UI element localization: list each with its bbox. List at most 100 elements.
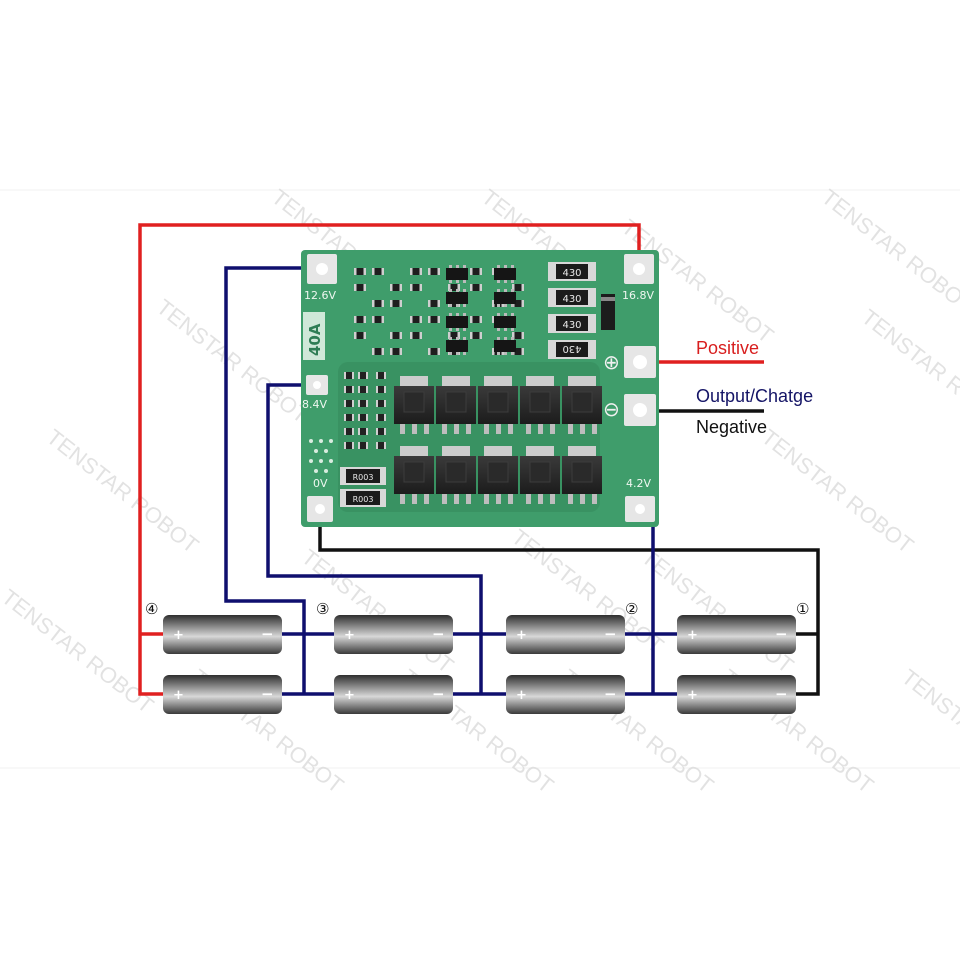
ic-chip bbox=[494, 265, 516, 283]
smd-part bbox=[372, 348, 384, 355]
balance-wire-8v4 bbox=[266, 383, 483, 694]
cell-minus-icon: − bbox=[261, 625, 274, 643]
battery-cell: +− bbox=[506, 675, 625, 714]
watermark-text: TENSTAR ROBOT bbox=[757, 424, 918, 558]
positive-main-wire bbox=[138, 223, 641, 696]
watermark-text: TENSTAR ROBOT bbox=[0, 584, 158, 718]
smd-part bbox=[448, 284, 460, 291]
smd-part bbox=[410, 316, 422, 323]
group-label-2: ② bbox=[625, 600, 638, 618]
pad-positive-output bbox=[624, 346, 656, 378]
smd-part bbox=[358, 414, 368, 421]
ic-chip bbox=[446, 337, 468, 355]
negative-label: Negative bbox=[696, 417, 767, 437]
cell-plus-icon: + bbox=[516, 688, 527, 703]
smd-part bbox=[354, 268, 366, 275]
chip-resistor: 430 bbox=[548, 314, 596, 333]
smd-part bbox=[358, 372, 368, 379]
smd-part bbox=[428, 316, 440, 323]
smd-part bbox=[376, 442, 386, 449]
smd-part bbox=[376, 428, 386, 435]
cell-minus-icon: − bbox=[432, 685, 445, 703]
shunt-code: R003 bbox=[353, 495, 374, 504]
ic-chip bbox=[494, 337, 516, 355]
smd-part bbox=[376, 386, 386, 393]
mosfet bbox=[394, 446, 434, 504]
cell-plus-icon: + bbox=[344, 628, 355, 643]
smd-part bbox=[512, 284, 524, 291]
battery-cell: +− bbox=[163, 615, 282, 654]
smd-part bbox=[376, 400, 386, 407]
group-label-1: ① bbox=[796, 600, 809, 618]
shunt-resistor: R003 bbox=[340, 489, 386, 507]
watermark-text: TENSTAR ROBOT bbox=[817, 184, 960, 318]
balance-wire-4v2 bbox=[640, 507, 655, 694]
cell-plus-icon: + bbox=[687, 688, 698, 703]
smd-part bbox=[410, 332, 422, 339]
ic-chip bbox=[446, 265, 468, 283]
cell-plus-icon: + bbox=[687, 628, 698, 643]
ic-chip bbox=[494, 313, 516, 331]
watermark-text: TENSTAR ROBOT bbox=[857, 304, 960, 438]
plus-symbol-icon: ⊕ bbox=[603, 350, 620, 374]
smd-part bbox=[410, 284, 422, 291]
pad-label-12v6: 12.6V bbox=[304, 289, 336, 302]
smd-components bbox=[344, 265, 524, 449]
group-label-3: ③ bbox=[316, 600, 329, 618]
chip-resistor: 430 bbox=[548, 262, 596, 281]
smd-part bbox=[344, 386, 354, 393]
smd-part bbox=[410, 268, 422, 275]
rating-badge bbox=[303, 312, 325, 360]
group-label-4: ④ bbox=[145, 600, 158, 618]
bms-board: 12.6V 16.8V 8.4V 0V 4.2V 40A ⊕ ⊖ 4304304… bbox=[301, 250, 659, 527]
smd-part bbox=[344, 428, 354, 435]
watermark-text: TENSTAR ROBOT bbox=[42, 424, 203, 558]
rating-label: 40A bbox=[306, 323, 324, 356]
chip-resistor: 430 bbox=[548, 340, 596, 359]
smd-part bbox=[372, 300, 384, 307]
watermark-text: TENSTAR ROBOT bbox=[152, 294, 313, 428]
positive-label: Positive bbox=[696, 338, 759, 358]
smd-part bbox=[428, 348, 440, 355]
smd-part bbox=[344, 442, 354, 449]
mosfet bbox=[394, 376, 434, 434]
smd-part bbox=[390, 348, 402, 355]
chip-resistor: 430 bbox=[548, 288, 596, 307]
smd-part bbox=[448, 332, 460, 339]
smd-part bbox=[344, 400, 354, 407]
smd-part bbox=[344, 414, 354, 421]
smd-part bbox=[428, 300, 440, 307]
battery-cell: +− bbox=[506, 615, 625, 654]
battery-cell: +− bbox=[677, 675, 796, 714]
diode bbox=[601, 294, 615, 330]
smd-part bbox=[390, 300, 402, 307]
pad-negative-output bbox=[624, 394, 656, 426]
watermark-text: TENSTAR ROBOT bbox=[897, 664, 960, 798]
mosfet bbox=[520, 376, 560, 434]
pad-label-8v4: 8.4V bbox=[302, 398, 327, 411]
mosfet bbox=[562, 446, 602, 504]
smd-part bbox=[358, 400, 368, 407]
ic-chip bbox=[494, 289, 516, 307]
smd-part bbox=[344, 372, 354, 379]
cell-minus-icon: − bbox=[775, 685, 788, 703]
mosfet bbox=[520, 446, 560, 504]
battery-cell: +− bbox=[163, 675, 282, 714]
smd-part bbox=[390, 332, 402, 339]
pad-8v4 bbox=[306, 375, 328, 395]
pad-4v2 bbox=[625, 496, 655, 522]
smd-part bbox=[376, 414, 386, 421]
watermark-text: TENSTAR ROBOT bbox=[637, 544, 798, 678]
smd-part bbox=[358, 442, 368, 449]
resistor-code: 430 bbox=[562, 320, 581, 331]
smd-part bbox=[354, 332, 366, 339]
battery-cell: +− bbox=[677, 615, 796, 654]
mosfet bbox=[436, 446, 476, 504]
resistor-code: 430 bbox=[562, 294, 581, 305]
mosfet bbox=[562, 376, 602, 434]
chip-resistors: 430 430 430 430 bbox=[548, 262, 596, 359]
pad-0v bbox=[307, 496, 333, 522]
mosfet bbox=[478, 446, 518, 504]
